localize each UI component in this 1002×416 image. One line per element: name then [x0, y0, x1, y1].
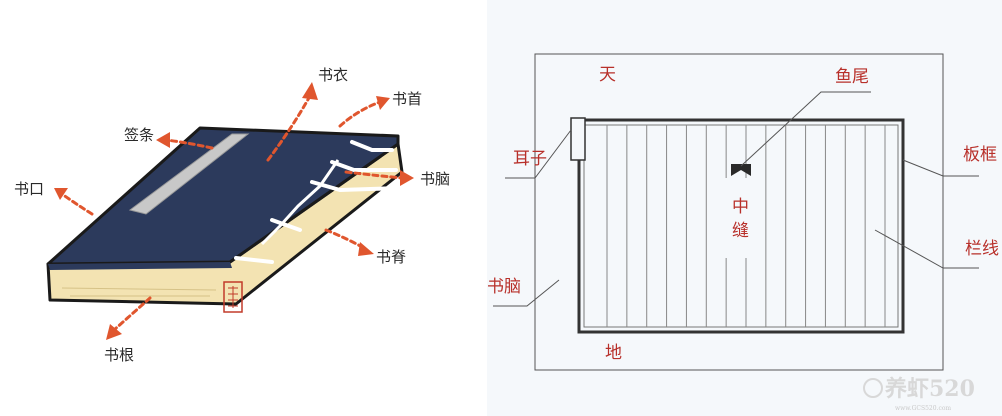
label-shu-nao: 书脑	[420, 170, 450, 188]
label-shu-kou: 书口	[14, 180, 44, 198]
label-yu-wei: 鱼尾	[835, 67, 869, 87]
label-shu-ji: 书脊	[376, 248, 406, 266]
leader-er-zi	[505, 129, 572, 179]
watermark-url: www.GCS520.com	[895, 405, 951, 412]
book-illustration: 书衣 书首 签条 书脑 书口 书脊 书根	[14, 66, 450, 364]
block-frame-inner	[583, 124, 899, 328]
arrowhead-shu-nao	[400, 170, 414, 186]
label-er-zi: 耳子	[513, 149, 547, 169]
label-shu-yi: 书衣	[318, 66, 348, 84]
arrow-shu-gen	[112, 296, 152, 332]
arrowhead-shu-ji	[358, 242, 374, 256]
binding-threads	[234, 140, 402, 264]
watermark-brand: 养虾520	[884, 376, 975, 402]
label-shu-nao-layout: 书脑	[487, 277, 521, 297]
watermark-logo-icon	[863, 378, 883, 398]
label-lan-xian: 栏线	[965, 239, 999, 259]
label-qian-tiao: 签条	[124, 126, 154, 144]
center-seam	[723, 178, 759, 258]
label-zhong-feng: 中缝	[732, 197, 749, 241]
label-shu-gen: 书根	[104, 346, 134, 364]
label-shu-shou: 书首	[392, 90, 422, 108]
arrow-qian-tiao	[164, 138, 214, 150]
ear-box	[570, 117, 586, 161]
arrowhead-shu-kou	[54, 188, 68, 200]
outer-page	[534, 53, 944, 371]
label-ban-kuang: 板框	[963, 145, 997, 165]
arrow-shu-yi	[266, 94, 312, 162]
column-lines	[606, 125, 886, 327]
fish-tail-mark	[731, 164, 751, 176]
watermark: 养虾520 www.GCS520.com	[863, 376, 975, 412]
arrowhead-shu-gen	[106, 324, 122, 340]
block-frame	[577, 118, 905, 334]
arrowhead-shu-yi	[302, 82, 318, 100]
book-illustration-panel: 书衣 书首 签条 书脑 书口 书脊 书根	[0, 0, 487, 416]
arrow-shu-nao	[344, 170, 404, 180]
arrow-shu-kou	[60, 192, 94, 216]
page-layout-panel: 天 地 鱼尾 耳子 板框 栏线 书脑 中缝 养虾520 www.GCS520.c…	[487, 0, 1002, 416]
leader-shu-nao	[493, 279, 560, 307]
arrowhead-qian-tiao	[156, 132, 170, 148]
book-page-lines	[61, 287, 217, 297]
label-tian: 天	[599, 65, 616, 85]
arrowhead-shu-shou	[376, 96, 390, 110]
page-layout-diagram: 天 地 鱼尾 耳子 板框 栏线 书脑 中缝 养虾520 www.GCS520.c…	[487, 53, 999, 412]
leader-ban-kuang	[902, 159, 979, 177]
leader-lan-xian	[874, 229, 979, 269]
label-di: 地	[605, 343, 622, 363]
arrow-shu-ji	[324, 228, 366, 250]
seal-stamp	[223, 281, 243, 313]
arrow-shu-shou	[338, 100, 382, 128]
title-slip	[128, 133, 250, 215]
leader-yu-wei	[740, 91, 871, 167]
seal-stamp-marks	[228, 286, 238, 308]
book-cover-edge	[48, 262, 232, 270]
binding-thread-spine	[260, 159, 340, 246]
